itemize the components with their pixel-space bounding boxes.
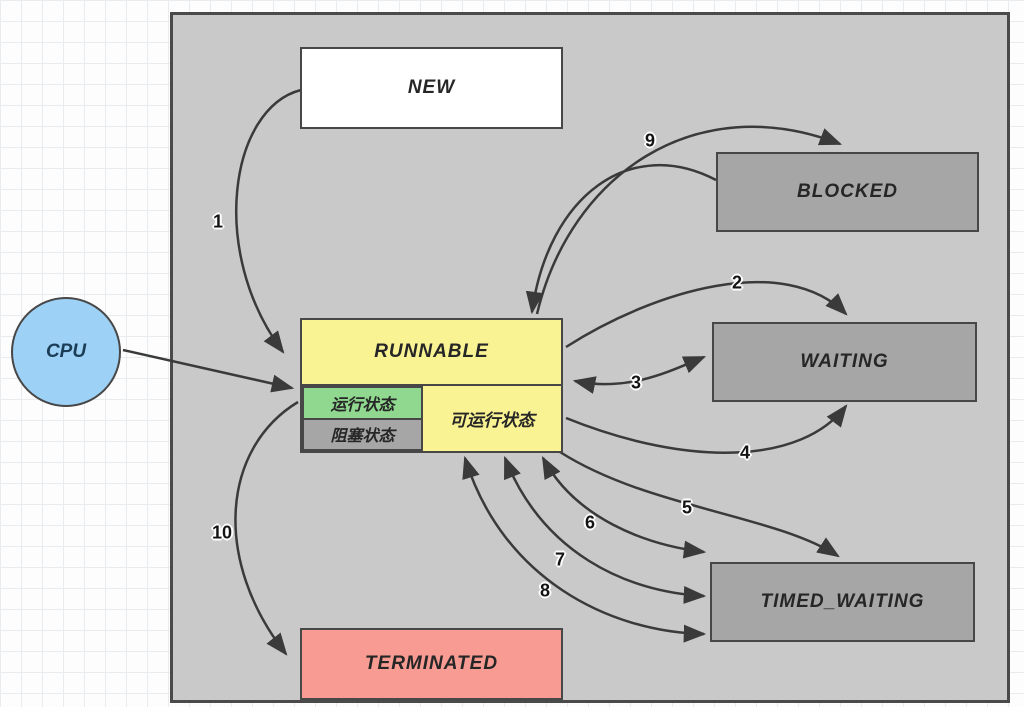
node-cpu-label: CPU: [45, 341, 87, 362]
edge-label-3: 3: [630, 372, 642, 393]
node-new: NEW: [300, 47, 563, 129]
runnable-substates: 运行状态 阻塞状态 可运行状态: [302, 386, 561, 451]
runnable-substates-left: 运行状态 阻塞状态: [302, 386, 423, 451]
node-runnable-label: RUNNABLE: [374, 341, 489, 362]
node-runnable: RUNNABLE 运行状态 阻塞状态 可运行状态: [300, 318, 563, 453]
node-new-label: NEW: [407, 77, 456, 98]
substate-ready-label: 可运行状态: [449, 411, 535, 430]
substate-running-label: 运行状态: [330, 396, 395, 414]
edge-label-9: 9: [644, 130, 656, 151]
node-runnable-label-row: RUNNABLE: [302, 320, 561, 386]
substate-blocked-label: 阻塞状态: [330, 428, 395, 446]
node-timed-waiting-label: TIMED_WAITING: [760, 591, 925, 612]
node-waiting: WAITING: [712, 322, 977, 402]
edge-label-2: 2: [731, 272, 743, 293]
edge-label-7: 7: [554, 549, 566, 570]
node-blocked: BLOCKED: [716, 152, 979, 232]
edge-label-8: 8: [539, 580, 551, 601]
edge-label-6: 6: [584, 512, 596, 533]
edge-label-5: 5: [681, 497, 693, 518]
node-terminated: TERMINATED: [300, 628, 563, 700]
node-timed-waiting: TIMED_WAITING: [710, 562, 975, 642]
substate-blocked: 阻塞状态: [302, 419, 423, 451]
substate-running: 运行状态: [302, 386, 423, 420]
substate-ready: 可运行状态: [423, 386, 561, 451]
node-terminated-label: TERMINATED: [364, 653, 499, 674]
edge-label-10: 10: [211, 522, 233, 543]
edge-label-4: 4: [739, 442, 751, 463]
edge-label-1: 1: [212, 211, 224, 232]
node-cpu: CPU: [11, 297, 121, 407]
node-blocked-label: BLOCKED: [797, 181, 898, 202]
node-waiting-label: WAITING: [800, 351, 889, 372]
